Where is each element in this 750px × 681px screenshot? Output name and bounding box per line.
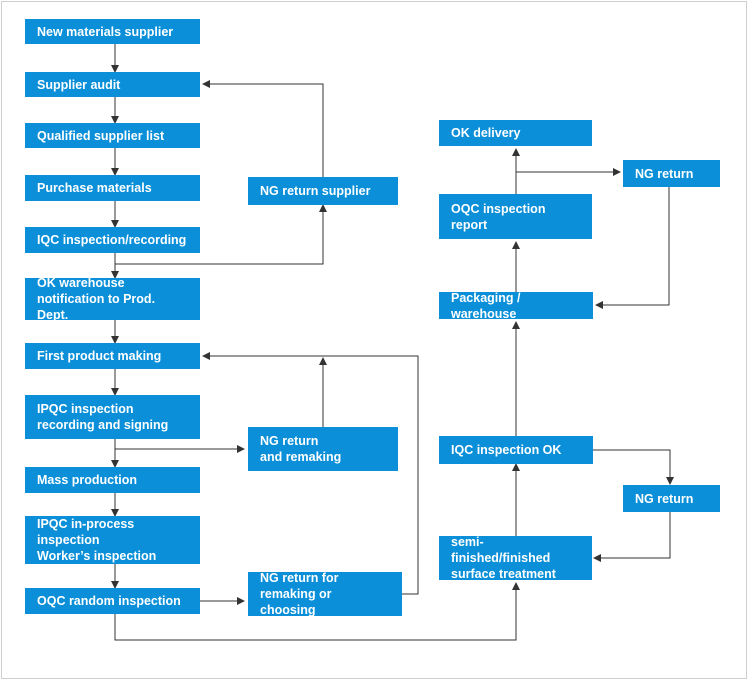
step-packaging-warehouse: Packaging / warehouse [439,291,593,321]
step-surface-treatment: semi-finished/finished surface treatment [439,535,592,581]
arrow-ng-return-to-surface [593,512,671,562]
step-ng-return-top: NG return [623,160,720,187]
arrow-iqc-ok-to-ng-return [593,449,674,485]
arrow-ng-return-top-to-packaging [595,187,670,309]
step-iqc-inspection-ok: IQC inspection OK [439,436,593,464]
arrow-ng-supplier-to-audit [202,80,324,177]
step-ipqc-in-process: IPQC in-process inspection Worker’s insp… [25,516,200,564]
step-new-materials-supplier: New materials supplier [25,19,200,44]
arrow-iqc-to-ng-supplier [115,204,327,265]
step-mass-production: Mass production [25,467,200,493]
step-ok-delivery: OK delivery [439,120,592,146]
step-oqc-inspection-report: OQC inspection report [439,194,592,239]
step-ng-return-remaking-choosing: NG return for remaking or choosing [248,571,402,617]
step-ng-return-remaking: NG return and remaking [248,427,398,471]
arrow-loop-to-first [202,352,419,595]
step-first-product-making: First product making [25,343,200,369]
arrow-oqc-to-surface [114,582,520,641]
step-ipqc-recording-signing: IPQC inspection recording and signing [25,395,200,439]
step-oqc-random-inspection: OQC random inspection [25,588,200,614]
step-ng-return-mid: NG return [623,485,720,512]
step-iqc-inspection-recording: IQC inspection/recording [25,227,200,253]
step-supplier-audit: Supplier audit [25,72,200,97]
step-purchase-materials: Purchase materials [25,175,200,201]
step-ng-return-supplier: NG return supplier [248,177,398,205]
step-ok-warehouse-notification: OK warehouse notification to Prod. Dept. [25,276,200,322]
step-qualified-supplier-list: Qualified supplier list [25,123,200,148]
